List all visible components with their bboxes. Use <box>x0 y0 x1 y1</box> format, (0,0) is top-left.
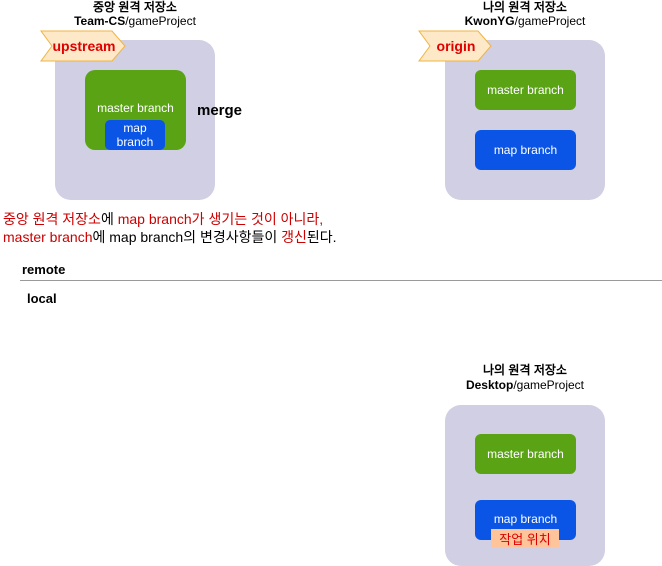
note-line-2-part-1: master branch <box>3 229 93 245</box>
note-line-1: 중앙 원격 저장소에 map branch가 생기는 것이 아니라, <box>3 210 323 228</box>
note-line-2-part-2: 에 map branch의 변경사항들이 <box>92 229 282 245</box>
local-repo-path: Desktop/gameProject <box>445 378 605 393</box>
remote-section-label: remote <box>22 262 66 277</box>
local-master-branch: master branch <box>475 434 576 474</box>
local-path: /gameProject <box>513 378 585 392</box>
note-line-1-part-2: 에 <box>100 211 118 227</box>
origin-owner: KwonYG <box>464 14 515 28</box>
note-line-2-part-4: 된다. <box>306 229 337 245</box>
upstream-owner: Team-CS <box>74 14 126 28</box>
upstream-repo-title: 중앙 원격 저장소 <box>93 0 177 14</box>
note-line-2: master branch에 map branch의 변경사항들이 갱신된다. <box>3 228 337 246</box>
work-location-label: 작업 위치 <box>491 529 559 547</box>
upstream-path: /gameProject <box>125 14 196 28</box>
origin-path: /gameProject <box>514 14 586 28</box>
origin-repo-title: 나의 원격 저장소 <box>483 0 567 14</box>
upstream-tag-label: upstream <box>52 38 116 54</box>
origin-tag-label: origin <box>436 38 476 54</box>
merge-label: merge <box>197 102 243 119</box>
note-line-1-part-3: map branch <box>117 211 192 227</box>
upstream-master-label: master branch <box>97 101 174 115</box>
upstream-tag-shape <box>40 30 126 62</box>
upstream-repo-path: Team-CS/gameProject <box>55 14 215 29</box>
local-repo-title: 나의 원격 저장소 <box>483 363 567 377</box>
origin-tag-shape <box>418 30 492 62</box>
note-line-1-part-1: 중앙 원격 저장소 <box>3 211 101 227</box>
origin-repo-box <box>445 40 605 200</box>
local-owner: Desktop <box>465 378 514 392</box>
upstream-master-branch: master branch <box>85 70 186 150</box>
note-line-2-part-3: 갱신 <box>281 229 307 245</box>
remote-local-divider <box>20 280 662 281</box>
origin-map-branch: map branch <box>475 130 576 170</box>
note-line-1-part-4: 가 생기는 것이 아니라, <box>191 211 324 227</box>
origin-repo-path: KwonYG/gameProject <box>445 14 605 29</box>
origin-master-branch: master branch <box>475 70 576 110</box>
local-section-label: local <box>27 291 57 306</box>
upstream-map-branch: map branch <box>105 120 165 150</box>
